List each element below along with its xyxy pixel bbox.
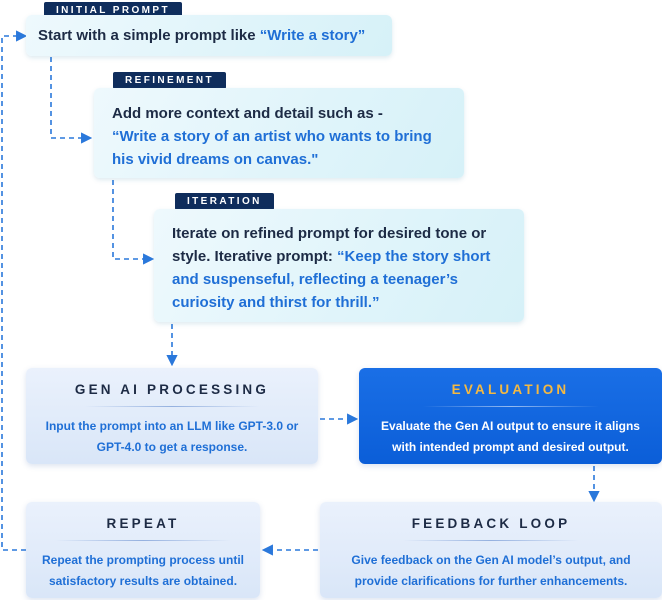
feedback-loop-divider — [403, 540, 579, 541]
feedback-loop-line-1: Give feedback on the Gen AI model’s outp… — [351, 553, 631, 567]
refinement-tag: REFINEMENT — [113, 72, 226, 89]
repeat-line-1: Repeat the prompting process until — [41, 553, 245, 567]
evaluation-line-2: with intended prompt and desired output. — [392, 440, 629, 454]
iteration-line-1: Iterate on refined prompt for desired to… — [172, 225, 487, 242]
gen-ai-processing-line-1: Input the prompt into an LLM like — [45, 419, 235, 433]
gen-ai-processing-line-2: GPT-3.0 or GPT-4.0 to get a response. — [96, 419, 299, 454]
iteration-line-3: and suspenseful, reflecting a teenager’s — [172, 271, 458, 288]
iteration-tag: ITERATION — [175, 193, 274, 210]
initial-prompt-box: Start with a simple prompt like “Write a… — [26, 15, 392, 56]
evaluation-title: EVALUATION — [451, 382, 570, 397]
repeat-line-2: satisfactory results are obtained. — [48, 574, 238, 588]
evaluation-divider — [422, 406, 599, 407]
feedback-loop-line-2: provide clarifications for further enhan… — [354, 574, 628, 588]
iteration-line-2-plain: style. Iterative prompt: — [172, 248, 338, 265]
refinement-line-3: his vivid dreams on canvas." — [112, 151, 319, 168]
evaluation-box: EVALUATION Evaluate the Gen AI output to… — [359, 368, 662, 464]
gen-ai-processing-box: GEN AI PROCESSING Input the prompt into … — [26, 368, 318, 464]
feedback-loop-title: FEEDBACK LOOP — [411, 516, 571, 531]
refinement-line-2: “Write a story of an artist who wants to… — [112, 128, 432, 145]
gen-ai-processing-divider — [84, 406, 260, 407]
repeat-divider — [55, 540, 231, 541]
initial-prompt-text: Start with a simple prompt like — [38, 27, 260, 44]
refinement-box: Add more context and detail such as - “W… — [94, 88, 464, 178]
gen-ai-processing-title: GEN AI PROCESSING — [74, 382, 270, 397]
initial-prompt-tag: INITIAL PROMPT — [44, 2, 182, 19]
iteration-box: Iterate on refined prompt for desired to… — [154, 209, 524, 322]
refinement-line-1: Add more context and detail such as - — [112, 105, 383, 122]
iteration-line-4: curiosity and thirst for thrill.” — [172, 294, 380, 311]
connector-refinement-to-iteration — [112, 180, 155, 265]
evaluation-line-1: Evaluate the Gen AI output to ensure it … — [381, 419, 640, 433]
iteration-line-2-highlight: “Keep the story short — [337, 248, 491, 265]
feedback-loop-box: FEEDBACK LOOP Give feedback on the Gen A… — [320, 502, 662, 598]
connector-initial-to-refinement — [50, 57, 93, 144]
repeat-box: REPEAT Repeat the prompting process unti… — [26, 502, 260, 598]
repeat-title: REPEAT — [106, 516, 180, 531]
connector-repeat-loop-back — [1, 30, 28, 551]
initial-prompt-highlight: “Write a story” — [259, 27, 366, 44]
